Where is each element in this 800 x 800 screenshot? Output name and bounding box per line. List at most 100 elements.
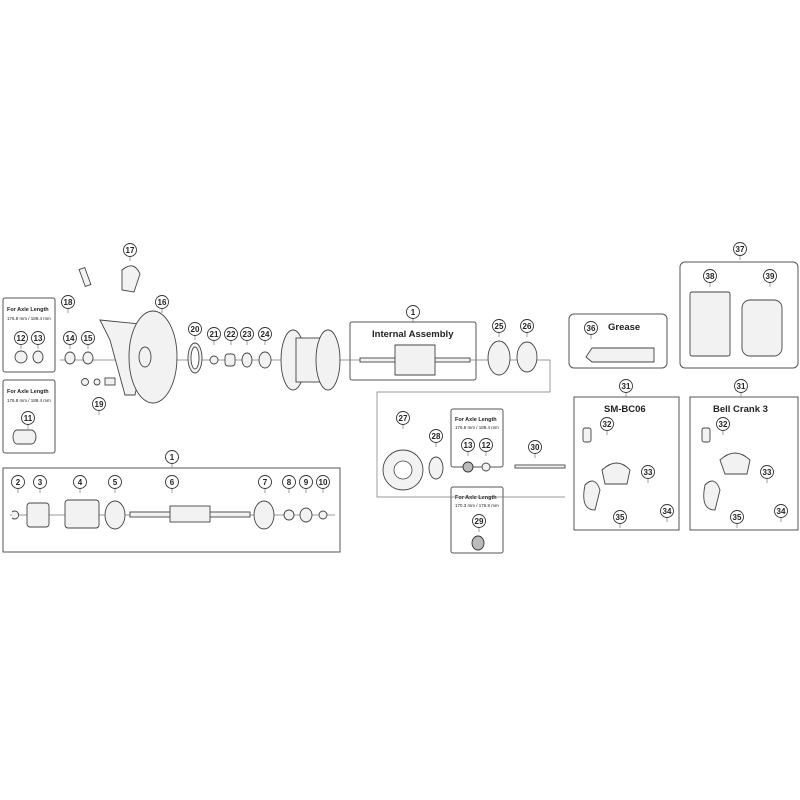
callout-circle xyxy=(165,450,179,464)
callout-circle xyxy=(224,327,238,341)
callout-23: 23 xyxy=(240,327,254,345)
callout-circle xyxy=(188,322,202,336)
callout-number: 22 xyxy=(227,330,236,339)
callout-circle xyxy=(703,269,717,283)
callout-34: 34 xyxy=(660,504,674,522)
callout-number: 31 xyxy=(737,382,746,391)
callout-number: 33 xyxy=(644,468,653,477)
callout-circle xyxy=(600,417,614,431)
callout-33: 33 xyxy=(760,465,774,483)
callout-number: 19 xyxy=(95,400,104,409)
callout-36: 36 xyxy=(584,321,598,339)
callout-number: 23 xyxy=(243,330,252,339)
callout-circle xyxy=(479,438,493,452)
callout-10: 10 xyxy=(316,475,330,493)
callout-number: 34 xyxy=(663,507,672,516)
callout-number: 5 xyxy=(113,478,118,487)
callout-39: 39 xyxy=(763,269,777,287)
axle-length-box-left-2 xyxy=(2,379,56,454)
callout-number: 24 xyxy=(261,330,270,339)
callout-number: 15 xyxy=(84,334,93,343)
callout-number: 20 xyxy=(191,325,200,334)
callout-21: 21 xyxy=(207,327,221,345)
callout-37: 37 xyxy=(733,242,747,260)
callout-3: 3 xyxy=(33,475,47,493)
oil-kit-box xyxy=(679,261,799,369)
callout-number: 12 xyxy=(482,441,491,450)
callout-circle xyxy=(258,327,272,341)
callout-circle xyxy=(396,411,410,425)
callout-number: 36 xyxy=(587,324,596,333)
callout-number: 35 xyxy=(616,513,625,522)
callout-circle xyxy=(108,475,122,489)
callout-circle xyxy=(31,331,45,345)
sm-bc06-label: SM-BC06 xyxy=(604,404,646,415)
callout-number: 31 xyxy=(622,382,631,391)
callout-circle xyxy=(207,327,221,341)
callout-34: 34 xyxy=(774,504,788,522)
callout-circle xyxy=(123,243,137,257)
box-label: For Axle Length xyxy=(7,389,49,395)
callout-number: 13 xyxy=(34,334,43,343)
callout-circle xyxy=(774,504,788,518)
box-label: For Axle Length xyxy=(455,495,497,501)
callout-circle xyxy=(760,465,774,479)
callout-1: 1 xyxy=(165,450,179,468)
callout-number: 33 xyxy=(763,468,772,477)
callout-24: 24 xyxy=(258,327,272,345)
callout-8: 8 xyxy=(282,475,296,493)
callout-circle xyxy=(461,438,475,452)
callout-circle xyxy=(155,295,169,309)
callout-26: 26 xyxy=(520,319,534,337)
callout-circle xyxy=(33,475,47,489)
callout-number: 18 xyxy=(64,298,73,307)
callout-number: 16 xyxy=(158,298,167,307)
callout-number: 4 xyxy=(78,478,83,487)
callout-circle xyxy=(73,475,87,489)
box-label-values: 170.3 mm / 176.8 mm xyxy=(455,503,499,508)
callout-6: 6 xyxy=(165,475,179,493)
callout-number: 6 xyxy=(170,478,175,487)
callout-number: 10 xyxy=(319,478,328,487)
callout-circle xyxy=(63,331,77,345)
callout-18: 18 xyxy=(61,295,75,313)
callout-circle xyxy=(258,475,272,489)
callout-circle xyxy=(316,475,330,489)
hub-assembly-box xyxy=(2,467,341,553)
callout-circle xyxy=(660,504,674,518)
callout-circle xyxy=(734,379,748,393)
callout-29: 29 xyxy=(472,514,486,532)
callout-number: 7 xyxy=(263,478,268,487)
callout-17: 17 xyxy=(123,243,137,261)
callout-circle xyxy=(472,514,486,528)
callout-circle xyxy=(716,417,730,431)
callout-number: 12 xyxy=(17,334,26,343)
callout-number: 2 xyxy=(16,478,21,487)
callout-number: 34 xyxy=(777,507,786,516)
callout-circle xyxy=(240,327,254,341)
callout-22: 22 xyxy=(224,327,238,345)
callout-number: 39 xyxy=(766,272,775,281)
bell-crank-label: Bell Crank 3 xyxy=(713,404,768,415)
callout-5: 5 xyxy=(108,475,122,493)
callout-circle xyxy=(733,242,747,256)
callout-number: 9 xyxy=(304,478,309,487)
callout-circle xyxy=(282,475,296,489)
callout-33: 33 xyxy=(641,465,655,483)
callout-number: 26 xyxy=(523,322,532,331)
box-label-values: 176.8 mm / 189.4 mm xyxy=(7,398,51,403)
callout-number: 1 xyxy=(170,453,175,462)
grease-label: Grease xyxy=(608,322,640,333)
callout-1: 1 xyxy=(406,305,420,323)
box-label-values: 176.8 mm / 189.4 mm xyxy=(7,316,51,321)
callout-16: 16 xyxy=(155,295,169,313)
callout-20: 20 xyxy=(188,322,202,340)
callout-number: 17 xyxy=(126,246,135,255)
callout-38: 38 xyxy=(703,269,717,287)
callout-30: 30 xyxy=(528,440,542,458)
callout-31: 31 xyxy=(619,379,633,397)
callout-number: 11 xyxy=(24,414,33,423)
bell-crank-box xyxy=(689,396,799,531)
callout-32: 32 xyxy=(600,417,614,435)
